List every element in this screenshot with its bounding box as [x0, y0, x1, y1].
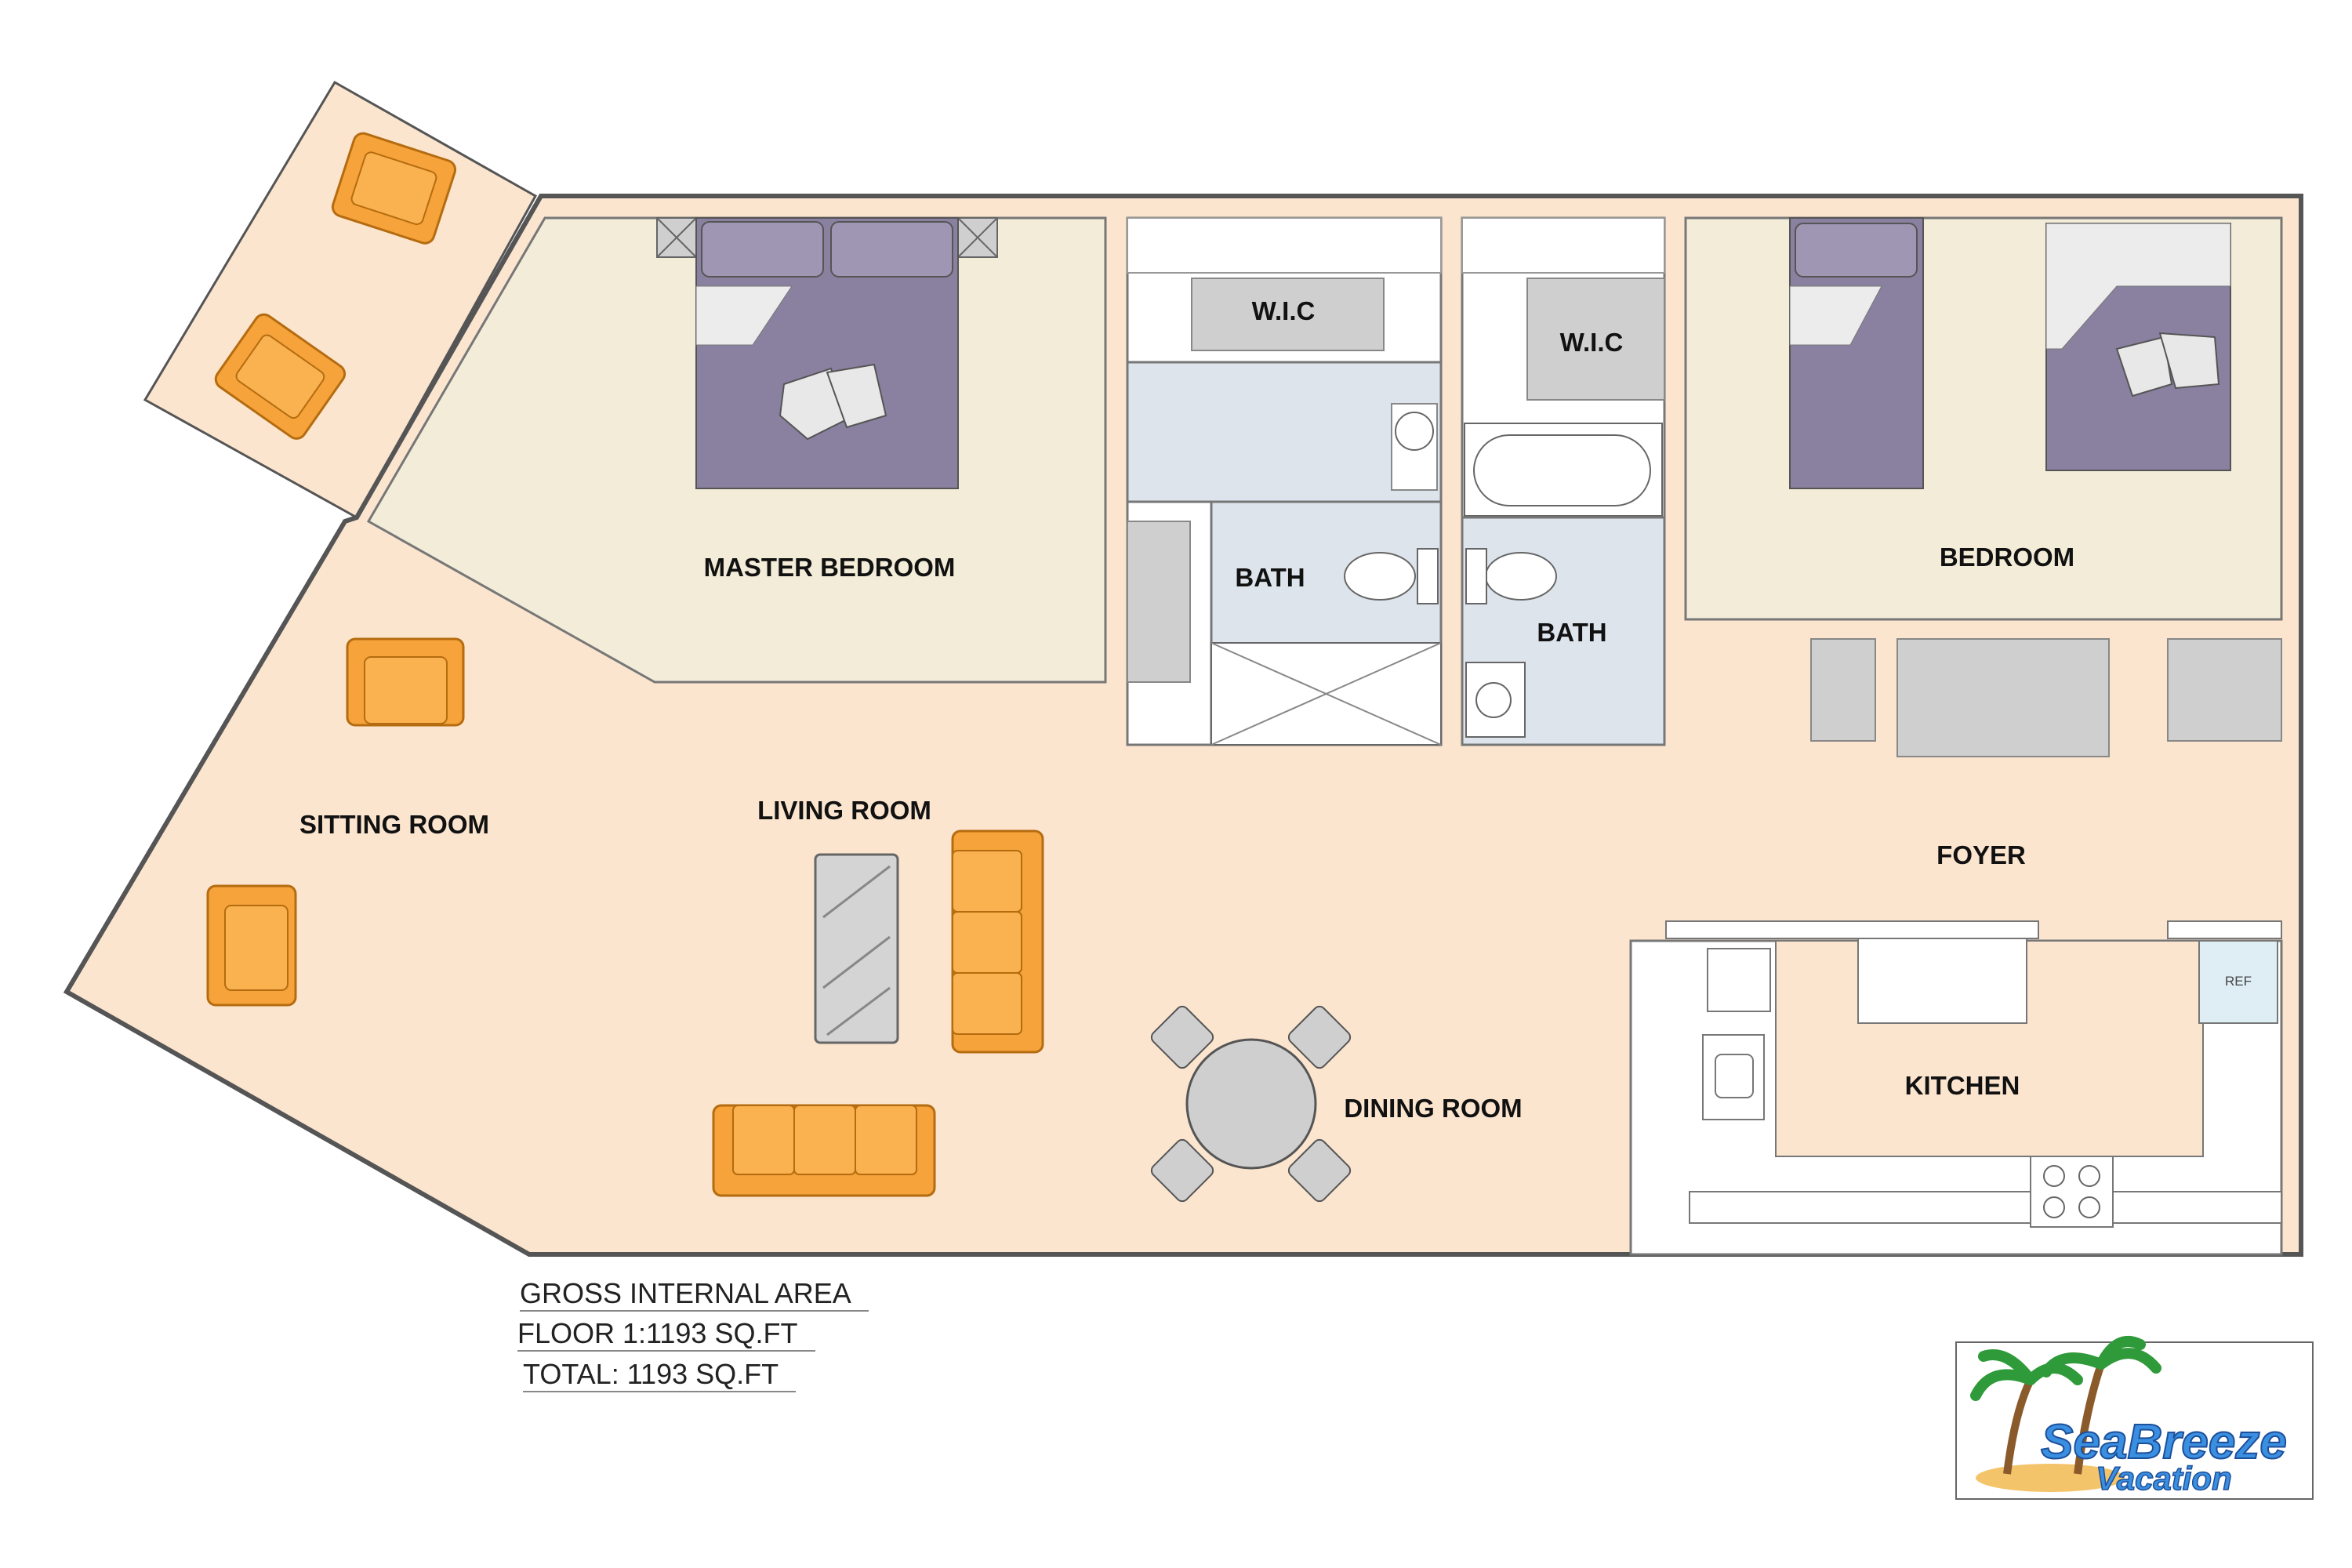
gross-internal-area: GROSS INTERNAL AREA FLOOR 1:1193 SQ.FT T…: [517, 1277, 869, 1392]
area-total: TOTAL: 1193 SQ.FT: [523, 1358, 779, 1390]
logo-line1: SeaBreeze: [2041, 1415, 2287, 1469]
sitting-room-armchair-1: [346, 637, 465, 727]
sitting-room-armchair-2: [206, 884, 297, 1007]
label-wic-1: W.I.C: [1252, 296, 1316, 325]
label-living-room: LIVING ROOM: [757, 796, 931, 825]
kitchen-area: [1629, 920, 2283, 1256]
label-bedroom: BEDROOM: [1940, 543, 2074, 572]
balcony-chair-1: [331, 132, 457, 245]
living-room-sofa: [951, 829, 1044, 1054]
label-ref: REF: [2225, 974, 2252, 989]
area-floor: FLOOR 1:1193 SQ.FT: [517, 1317, 797, 1349]
label-kitchen: KITCHEN: [1905, 1071, 2020, 1100]
label-foyer: FOYER: [1936, 840, 2026, 869]
label-sitting-room: SITTING ROOM: [299, 810, 489, 839]
label-master-bedroom: MASTER BEDROOM: [704, 553, 956, 582]
master-bed: [656, 217, 998, 489]
area-heading: GROSS INTERNAL AREA: [520, 1277, 851, 1309]
balcony: [143, 80, 538, 520]
bedroom-bed-1: [1789, 217, 1924, 489]
coffee-table: [814, 853, 899, 1044]
master-closet-bath-block: [1126, 216, 1443, 746]
foyer-closets: [1810, 638, 2282, 757]
balcony-chair-2: [214, 313, 347, 440]
bedroom-bed-2: [2045, 223, 2231, 471]
label-wic-2: W.I.C: [1560, 328, 1624, 357]
logo-line2: Vacation: [2096, 1460, 2232, 1497]
label-bath-2: BATH: [1537, 618, 1606, 647]
dining-table-set: [1150, 1005, 1352, 1203]
living-room-sofa-2: [712, 1104, 936, 1197]
label-dining-room: DINING ROOM: [1344, 1094, 1522, 1123]
seabreeze-vacation-logo: SeaBreeze Vacation: [1955, 1336, 2314, 1500]
second-closet-bath-block: [1461, 216, 1666, 746]
label-bath-1: BATH: [1235, 563, 1305, 592]
